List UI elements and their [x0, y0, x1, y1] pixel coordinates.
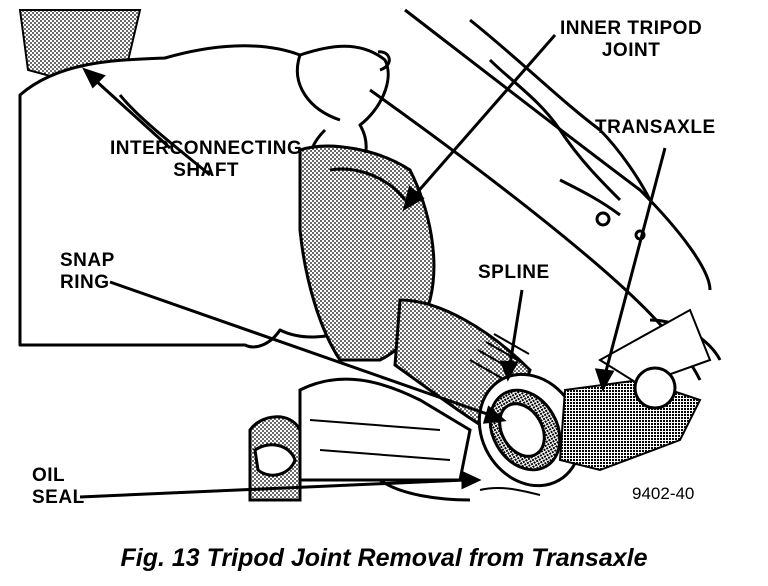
oil-seal	[477, 372, 583, 488]
leader-lines	[79, 34, 667, 499]
figure-number: 9402-40	[632, 484, 695, 503]
label-inner-tripod-joint-line2: JOINT	[601, 40, 661, 61]
label-spline: SPLINE	[478, 262, 550, 283]
case-shading	[558, 308, 712, 472]
label-snap-ring-line1: SNAP	[60, 250, 115, 271]
label-oil-seal: OIL SEAL	[32, 465, 85, 509]
label-inner-tripod-joint: INNER TRIPOD JOINT	[560, 18, 702, 62]
label-transaxle: TRANSAXLE	[595, 117, 716, 138]
label-oil-seal-line1: OIL	[32, 465, 66, 486]
label-interconnecting-shaft-line2: SHAFT	[173, 160, 240, 181]
label-snap-ring: SNAP RING	[60, 250, 115, 294]
label-interconnecting-shaft-line1: INTERCONNECTING	[110, 138, 303, 159]
label-interconnecting-shaft: INTERCONNECTING SHAFT	[110, 138, 302, 182]
label-oil-seal-line2: SEAL	[32, 487, 85, 508]
figure-caption: Fig. 13 Tripod Joint Removal from Transa…	[120, 544, 648, 572]
label-inner-tripod-joint-line1: INNER TRIPOD	[560, 18, 703, 39]
transaxle-case	[369, 8, 722, 381]
lower-bracket	[248, 377, 541, 502]
label-snap-ring-line2: RING	[60, 272, 110, 293]
